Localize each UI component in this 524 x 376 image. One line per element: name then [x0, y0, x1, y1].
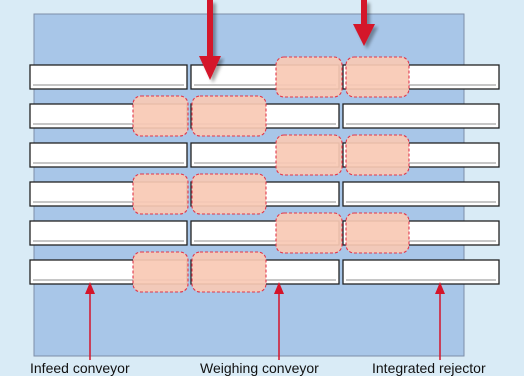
down-arrow-icon [207, 0, 213, 58]
conveyor-lane [29, 220, 500, 246]
product-package [191, 251, 267, 293]
label-infeed-conveyor: Infeed conveyor [30, 360, 130, 376]
product-package [132, 251, 189, 293]
label-integrated-rejector: Integrated rejector [372, 360, 486, 376]
callout-weighing [274, 282, 284, 360]
product-package [132, 173, 189, 215]
down-arrow-head [199, 56, 221, 80]
product-package [345, 56, 410, 98]
label-weighing-conveyor: Weighing conveyor [200, 360, 319, 376]
product-package [345, 212, 410, 254]
product-package [275, 56, 343, 98]
product-package [132, 95, 189, 137]
product-package [191, 173, 267, 215]
conveyor-lane [29, 64, 500, 90]
conveyor-lane [29, 142, 500, 168]
product-package [275, 212, 343, 254]
down-arrow-head [353, 24, 375, 46]
down-arrow-icon [361, 0, 367, 26]
callout-rejector [435, 282, 445, 360]
product-package [345, 134, 410, 176]
products [132, 56, 410, 293]
product-package [275, 134, 343, 176]
callout-infeed [85, 282, 95, 360]
flow-arrow-1 [199, 0, 221, 80]
flow-arrow-2 [353, 0, 375, 46]
product-package [191, 95, 267, 137]
